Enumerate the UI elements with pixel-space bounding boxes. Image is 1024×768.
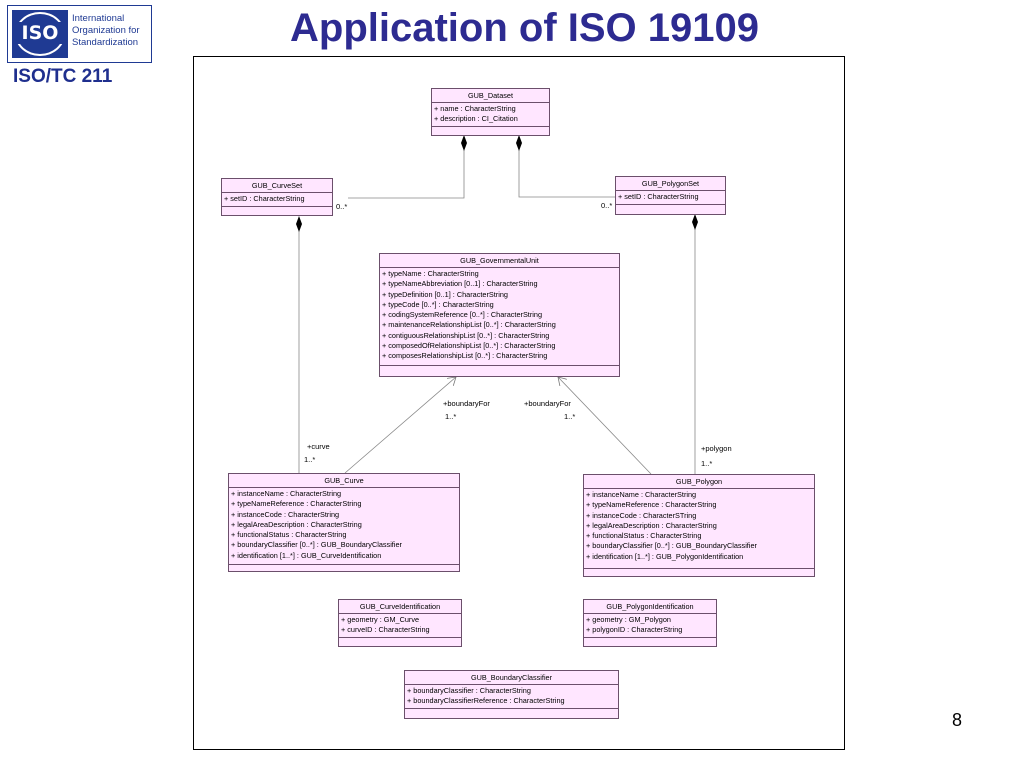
class-attribute: + instanceCode : CharacterString	[231, 509, 340, 519]
class-attribute: + composesRelationshipList [0..*] : Char…	[382, 351, 548, 361]
class-gub-polygonidentification[interactable]: GUB_PolygonIdentification + geometry : G…	[583, 599, 717, 647]
class-attributes: + instanceName : CharacterString + typeN…	[229, 488, 459, 565]
class-gub-polygonset[interactable]: GUB_PolygonSet + setID : CharacterString	[615, 176, 726, 215]
class-attribute: + instanceName : CharacterString	[231, 489, 342, 498]
class-name: GUB_BoundaryClassifier	[405, 671, 618, 685]
dataset-polygonset-composition	[516, 135, 615, 198]
class-name: GUB_PolygonSet	[616, 177, 725, 191]
boundary-for-right-role: +boundaryFor	[524, 399, 571, 408]
dataset-curveset-composition	[348, 135, 467, 199]
class-attribute: + legalAreaDescription : CharacterString	[586, 520, 717, 530]
class-name: GUB_PolygonIdentification	[584, 600, 716, 614]
polygon-role: +polygon	[701, 444, 732, 453]
class-attribute: + typeName : CharacterString	[382, 269, 479, 278]
logo-mark-text: ISO	[12, 22, 68, 44]
class-attribute: + typeNameReference : CharacterString	[586, 500, 717, 510]
class-name: GUB_Dataset	[432, 89, 549, 103]
class-gub-dataset[interactable]: GUB_Dataset + name : CharacterString + d…	[431, 88, 550, 136]
class-gub-curveidentification[interactable]: GUB_CurveIdentification + geometry : GM_…	[338, 599, 462, 647]
class-attribute: + setID : CharacterString	[224, 194, 305, 203]
boundary-for-left-role: +boundaryFor	[443, 399, 490, 408]
class-attribute: + functionalStatus : CharacterString	[586, 531, 702, 541]
polygonset-polygon-composition	[692, 214, 698, 474]
class-attribute: + setID : CharacterString	[618, 192, 699, 201]
class-attribute: + description : CI_Citation	[434, 114, 518, 124]
logo-organization-name: International Organization for Standardi…	[72, 13, 140, 48]
class-attribute: + name : CharacterString	[434, 104, 516, 113]
curveset-multiplicity: 0..*	[336, 202, 348, 211]
curve-role: +curve	[307, 442, 330, 451]
iso-logo: ISO International Organization for Stand…	[7, 5, 152, 63]
class-attribute: + contiguousRelationshipList [0..*] : Ch…	[382, 330, 550, 340]
class-attribute: + functionalStatus : CharacterString	[231, 530, 347, 540]
class-attribute: + polygonID : CharacterString	[586, 625, 683, 635]
class-attributes: + typeName : CharacterString + typeNameA…	[380, 268, 619, 366]
class-attribute: + curveID : CharacterString	[341, 625, 430, 635]
class-attribute: + identification [1..*] : GUB_CurveIdent…	[231, 550, 382, 560]
boundary-for-right-multiplicity: 1..*	[564, 412, 576, 421]
polygon-govunit-association	[558, 377, 652, 475]
class-gub-curve[interactable]: GUB_Curve + instanceName : CharacterStri…	[228, 473, 460, 572]
class-gub-governmentalunit[interactable]: GUB_GovernmentalUnit + typeName : Charac…	[379, 253, 620, 377]
class-attribute: + boundaryClassifier [0..*] : GUB_Bounda…	[231, 540, 402, 550]
class-name: GUB_Curve	[229, 474, 459, 488]
class-attribute: + instanceName : CharacterString	[586, 490, 697, 499]
class-attribute: + instanceCode : CharacterSTring	[586, 510, 697, 520]
class-attribute: + boundaryClassifier [0..*] : GUB_Bounda…	[586, 541, 757, 551]
class-attributes: + setID : CharacterString	[616, 191, 725, 205]
slide-title: Application of ISO 19109	[290, 6, 760, 50]
class-gub-boundaryclassifier[interactable]: GUB_BoundaryClassifier + boundaryClassif…	[404, 670, 619, 719]
curve-govunit-association	[344, 377, 456, 474]
committee-label: ISO/TC 211	[13, 66, 113, 87]
class-name: GUB_CurveSet	[222, 179, 332, 193]
curve-multiplicity: 1..*	[304, 455, 316, 464]
class-attribute: + geometry : GM_Polygon	[586, 615, 671, 624]
page-number: 8	[952, 710, 963, 730]
class-attribute: + composedOfRelationshipList [0..*] : Ch…	[382, 341, 556, 351]
class-attribute: + boundaryClassifierReference : Characte…	[407, 696, 565, 706]
class-attribute: + maintenanceRelationshipList [0..*] : C…	[382, 320, 556, 330]
class-attribute: + codingSystemReference [0..*] : Charact…	[382, 310, 543, 320]
class-attributes: + geometry : GM_Curve + curveID : Charac…	[339, 614, 461, 638]
class-attribute: + legalAreaDescription : CharacterString	[231, 519, 362, 529]
class-attributes: + geometry : GM_Polygon + polygonID : Ch…	[584, 614, 716, 638]
class-attributes: + instanceName : CharacterString + typeN…	[584, 489, 814, 569]
class-attribute: + typeCode [0..*] : CharacterString	[382, 299, 494, 309]
class-attribute: + boundaryClassifier : CharacterString	[407, 686, 531, 695]
class-attribute: + typeDefinition [0..1] : CharacterStrin…	[382, 289, 508, 299]
curveset-curve-composition	[296, 216, 302, 473]
boundary-for-left-multiplicity: 1..*	[445, 412, 457, 421]
class-attributes: + name : CharacterString + description :…	[432, 103, 549, 127]
class-gub-curveset[interactable]: GUB_CurveSet + setID : CharacterString	[221, 178, 333, 216]
class-name: GUB_GovernmentalUnit	[380, 254, 619, 268]
class-attributes: + setID : CharacterString	[222, 193, 332, 207]
class-attributes: + boundaryClassifier : CharacterString +…	[405, 685, 618, 709]
class-attribute: + identification [1..*] : GUB_PolygonIde…	[586, 551, 744, 561]
class-name: GUB_Polygon	[584, 475, 814, 489]
class-name: GUB_CurveIdentification	[339, 600, 461, 614]
polygonset-multiplicity: 0..*	[601, 201, 613, 210]
class-attribute: + typeNameReference : CharacterString	[231, 499, 362, 509]
iso-globe-icon: ISO	[12, 10, 68, 58]
class-attribute: + typeNameAbbreviation [0..1] : Characte…	[382, 279, 538, 289]
class-attribute: + geometry : GM_Curve	[341, 615, 420, 624]
class-gub-polygon[interactable]: GUB_Polygon + instanceName : CharacterSt…	[583, 474, 815, 577]
polygon-multiplicity: 1..*	[701, 459, 713, 468]
